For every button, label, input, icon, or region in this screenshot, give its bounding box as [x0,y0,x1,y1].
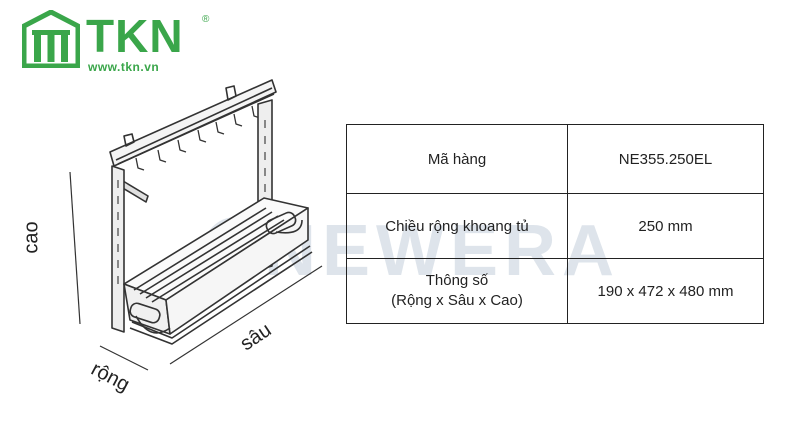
height-label: cao [20,221,43,254]
spec-table: Mã hàng NE355.250EL Chiều rộng khoang tủ… [346,124,764,324]
product-drawing: cao rộng sâu [21,70,340,410]
tkn-logo-icon [22,10,80,68]
spec-key: Chiều rộng khoang tủ [346,193,568,259]
table-row: Chiều rộng khoang tủ 250 mm [346,193,764,259]
registered-mark: ® [202,14,210,25]
brand-logo: TKN ® www.tkn.vn [22,10,222,74]
spec-value: NE355.250EL [567,124,764,194]
spec-key: Mã hàng [346,124,568,194]
brand-url: www.tkn.vn [88,60,160,74]
table-row: Thông số (Rộng x Sâu x Cao) 190 x 472 x … [346,258,764,324]
spec-key: Thông số (Rộng x Sâu x Cao) [346,258,568,324]
spec-value: 250 mm [567,193,764,259]
spec-key-line1: Thông số [425,272,489,289]
spec-value: 190 x 472 x 480 mm [567,258,764,324]
spec-key-line2: (Rộng x Sâu x Cao) [391,292,523,309]
table-row: Mã hàng NE355.250EL [346,124,764,194]
brand-name: TKN [86,10,184,62]
pull-out-basket-illustration [69,79,323,371]
